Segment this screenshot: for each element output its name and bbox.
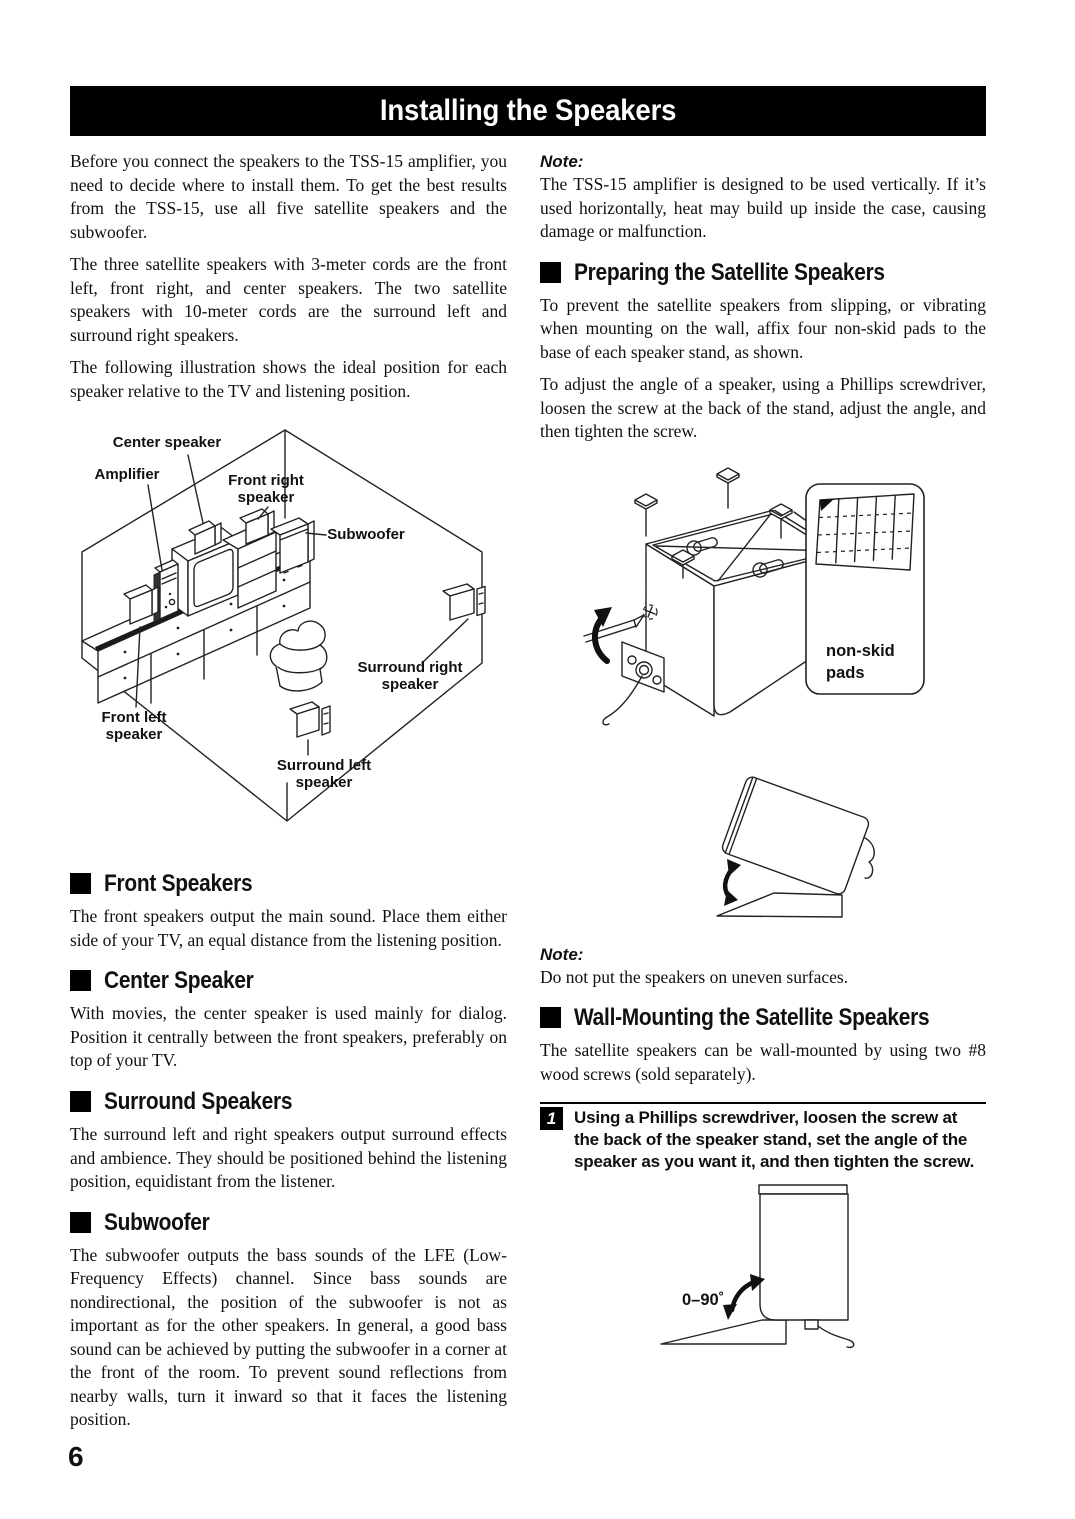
section-body-subwoofer: The subwoofer outputs the bass sounds of… [70,1244,507,1430]
section-heading-text: Front Speakers [104,870,253,897]
inverted-speaker [583,508,843,726]
section-heading-subwoofer: Subwoofer [70,1208,507,1236]
section-heading-front-speakers: Front Speakers [70,871,507,896]
left-column: Before you connect the speakers to the T… [70,150,507,1441]
room-label-surround-left-2: speaker [296,774,353,791]
note-block-2: Note: Do not put the speakers on uneven … [540,945,986,990]
speaker-stand-wedge [716,891,843,918]
section-body-front-speakers: The front speakers output the main sound… [70,906,507,950]
intro-paragraph-2: The three satellite speakers with 3-mete… [70,254,507,345]
black-square-bullet [70,970,91,992]
upright-speaker [758,1184,855,1349]
nonskid-callout: non-skid pads [805,482,925,695]
room-label-center-speaker: Center speaker [113,434,222,451]
speaker-cord [602,674,643,726]
tilted-speaker [721,776,870,895]
angle-adjust-illustration [716,776,875,918]
room-label-surround-right-2: speaker [382,676,439,693]
section-heading-wall-mounting: Wall-Mounting the Satellite Speakers [540,1005,986,1030]
section-heading-surround-speakers: Surround Speakers [70,1089,507,1114]
tilt-arrow [722,858,741,906]
step-1: 1 Using a Phillips screwdriver, loosen t… [540,1102,986,1173]
keyhole-slots [686,536,784,578]
room-label-front-right-2: speaker [238,489,295,506]
angle-arrow [723,1274,765,1321]
front-right-speaker [239,508,275,545]
label-leader-lines [135,454,469,756]
black-square-bullet [540,1007,561,1029]
room-layout-illustration: Center speaker Amplifier Front right spe… [81,429,486,822]
section-heading-text: Surround Speakers [104,1087,293,1115]
black-square-bullet [70,873,91,895]
note-label: Note: [540,152,584,171]
section-body-surround-speakers: The surround left and right speakers out… [70,1124,507,1192]
room-label-front-left-2: speaker [106,726,163,743]
section-heading-text: Wall-Mounting the Satellite Speakers [574,1004,930,1032]
room-label-surround-right-1: Surround right [358,659,463,676]
preparing-paragraph-2: To adjust the angle of a speaker, using … [540,374,986,442]
section-heading-text: Subwoofer [104,1208,210,1236]
room-label-front-left-1: Front left [102,709,167,726]
black-square-bullet [70,1211,91,1233]
room-label-surround-left-1: Surround left [277,757,371,774]
room-label-subwoofer: Subwoofer [327,526,405,543]
center-speaker [188,520,222,555]
nonskid-pads [634,466,793,579]
note-block-1: Note: The TSS-15 amplifier is designed t… [540,152,986,244]
front-left-speaker [123,584,159,625]
surround-left-speaker [289,701,331,738]
wall-mounting-body: The satellite speakers can be wall-mount… [540,1040,986,1084]
page-title: Installing the Speakers [379,94,677,127]
surround-right-speaker [442,583,486,621]
step-number-badge: 1 [540,1107,563,1131]
black-square-bullet [540,261,561,283]
speaker-cord [864,836,875,879]
note-body: The TSS-15 amplifier is designed to be u… [540,174,986,241]
page-number: 6 [68,1441,84,1472]
intro-paragraph-3: The following illustration shows the ide… [70,357,507,401]
section-heading-center-speaker: Center Speaker [70,968,507,993]
note-body: Do not put the speakers on uneven surfac… [540,966,849,987]
angle-range-illustration: 0–90˚ [660,1184,855,1349]
couch [269,620,328,692]
intro-paragraph-1: Before you connect the speakers to the T… [70,151,507,242]
step-instruction: Using a Phillips screwdriver, loosen the… [574,1108,975,1172]
section-heading-text: Preparing the Satellite Speakers [574,258,885,286]
nonskid-callout-label-2: pads [826,664,865,682]
subwoofer [270,517,315,574]
nonskid-pads-illustration: non-skid pads [583,466,925,726]
rotate-arrow [592,614,610,664]
room-label-front-right-1: Front right [228,472,304,489]
speaker-cord [817,1325,855,1349]
right-column: Note: The TSS-15 amplifier is designed t… [540,150,986,1389]
black-square-bullet [70,1090,91,1112]
room-label-amplifier: Amplifier [94,466,159,483]
nonskid-callout-label-1: non-skid [826,642,895,660]
section-heading-text: Center Speaker [104,967,254,995]
note-label: Note: [540,944,584,964]
angle-range-label: 0–90˚ [682,1291,724,1309]
section-heading-preparing: Preparing the Satellite Speakers [540,258,986,286]
preparing-paragraph-1: To prevent the satellite speakers from s… [540,294,986,362]
section-body-center-speaker: With movies, the center speaker is used … [70,1003,507,1071]
page-title-bar: Installing the Speakers [70,86,986,136]
speaker-stand-wedge [660,1319,787,1346]
